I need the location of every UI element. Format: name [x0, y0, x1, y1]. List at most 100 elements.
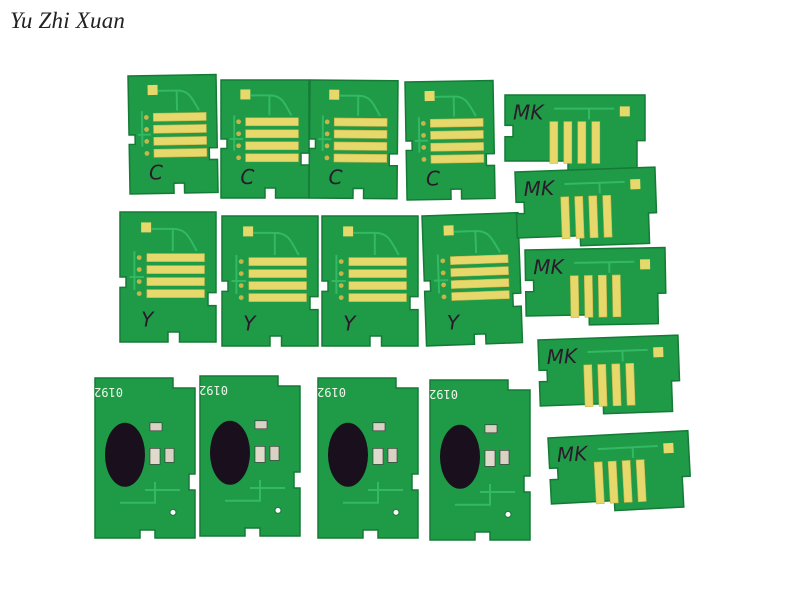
via-hole: [338, 283, 344, 288]
gold-contact: [563, 121, 573, 164]
pcb-trace: [455, 484, 515, 506]
chip-mark-label: C: [328, 165, 342, 189]
mount-hole: [504, 510, 512, 518]
via-hole: [236, 155, 241, 161]
gold-contact: [333, 141, 388, 151]
gold-contact: [621, 460, 633, 503]
pcb-trace: [434, 95, 477, 117]
via-hole: [324, 119, 330, 125]
pcb-trace: [229, 115, 243, 151]
smd-led: [372, 448, 384, 465]
via-hole: [440, 270, 446, 276]
chip-mark-label: Y: [343, 311, 357, 335]
blob-chip-1: 0192: [199, 375, 301, 537]
pcb-trace: [250, 94, 293, 116]
pcb-trace: [453, 230, 501, 254]
gold-contact: [635, 459, 647, 503]
square-pad: [663, 442, 674, 454]
smd-resistor: [484, 424, 498, 434]
gold-contact: [611, 363, 622, 407]
square-pad: [630, 179, 641, 190]
via-hole: [338, 271, 344, 276]
contact-chip-Y-2: Y: [321, 215, 419, 347]
gold-contact: [146, 277, 205, 286]
via-hole: [238, 271, 244, 276]
gold-contact: [245, 153, 299, 163]
gold-contact: [450, 278, 510, 289]
smd-capacitor: [164, 448, 175, 463]
pcb-trace: [414, 117, 429, 153]
pcb-trace: [554, 107, 615, 120]
square-pad: [639, 259, 651, 270]
via-hole: [136, 291, 142, 296]
blob-chip-2: 0192: [317, 377, 419, 539]
via-hole: [143, 115, 149, 120]
mk-chip-4: MK: [547, 429, 691, 512]
via-hole: [238, 259, 244, 264]
pcb-board: [321, 215, 419, 347]
chip-mark-label: MK: [533, 255, 566, 280]
pcb-trace: [318, 115, 332, 151]
gold-contact: [245, 129, 299, 139]
chip-mark-label: Y: [141, 307, 155, 331]
via-hole: [238, 295, 244, 300]
via-hole: [136, 279, 142, 284]
via-hole: [324, 143, 330, 149]
square-pad: [329, 89, 340, 100]
square-pad: [147, 84, 158, 96]
gold-contact: [153, 136, 207, 146]
square-pad: [343, 226, 354, 237]
pcb-trace: [433, 254, 449, 294]
gold-contact: [597, 363, 608, 407]
gold-contact: [333, 117, 388, 127]
gold-contact: [248, 293, 307, 302]
smd-capacitor: [499, 450, 510, 465]
blob-chip-0: 0192: [94, 377, 196, 539]
contact-chip-C-1: C: [220, 79, 310, 199]
pcb-trace: [587, 348, 648, 362]
square-pad: [424, 90, 435, 102]
pcb-trace: [331, 255, 346, 294]
chip-serial-label: 0192: [94, 385, 123, 399]
watermark-text: Yu Zhi Xuan: [10, 8, 126, 33]
gold-contact: [430, 154, 485, 164]
gold-contact: [597, 274, 608, 318]
gold-contact: [146, 289, 205, 298]
square-pad: [243, 226, 254, 237]
via-hole: [324, 131, 330, 137]
pcb-trace: [231, 255, 246, 294]
pcb-trace: [574, 260, 635, 273]
gold-contact: [429, 118, 484, 128]
epoxy-blob: [105, 422, 145, 487]
pcb-trace: [225, 480, 285, 502]
pcb-trace: [129, 251, 144, 290]
contact-chip-Y-1: Y: [221, 215, 319, 347]
epoxy-blob: [328, 422, 368, 487]
via-hole: [324, 155, 330, 161]
gold-contact: [625, 362, 636, 406]
pcb-trace: [343, 482, 403, 504]
via-hole: [144, 127, 149, 132]
contact-chip-Y-0: Y: [119, 211, 217, 343]
via-hole: [441, 294, 447, 300]
pcb-board: [199, 375, 301, 537]
gold-contact: [593, 461, 605, 505]
mk-chip-1: MK: [514, 166, 658, 247]
gold-contact: [450, 266, 509, 277]
gold-contact: [430, 130, 484, 140]
gold-contact: [560, 196, 571, 240]
gold-contact: [583, 275, 594, 318]
pcb-trace: [151, 227, 198, 252]
chip-serial-label: 0192: [317, 385, 346, 399]
pcb-trace: [157, 89, 200, 111]
square-pad: [240, 89, 251, 100]
via-hole: [236, 119, 241, 125]
gold-contact: [569, 275, 580, 318]
via-hole: [144, 151, 150, 156]
gold-contact: [248, 281, 307, 290]
pcb-board: [429, 379, 531, 541]
gold-contact: [591, 121, 601, 164]
pcb-trace: [564, 180, 625, 194]
pcb-board: [221, 215, 319, 347]
